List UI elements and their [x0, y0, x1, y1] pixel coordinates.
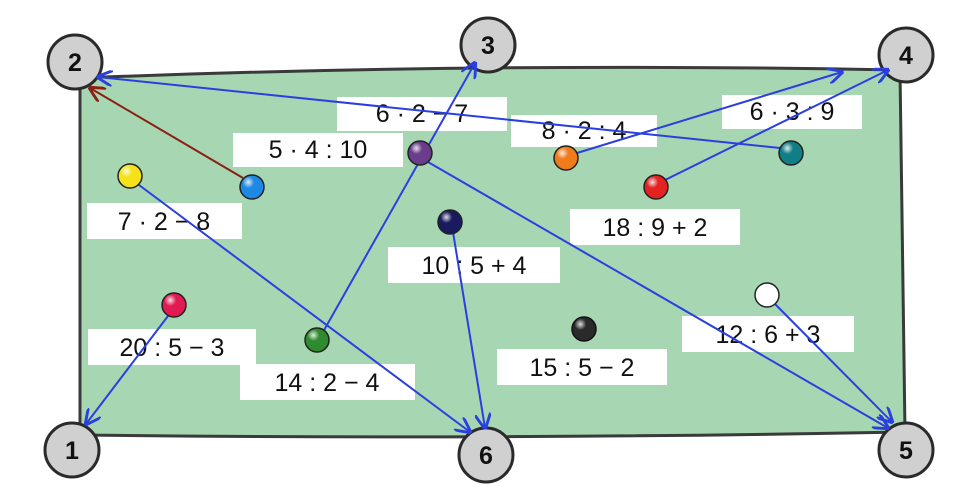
ball-white: [754, 282, 780, 308]
ball-yellow: [117, 163, 143, 189]
ball-purple: [407, 140, 433, 166]
pocket-6-label: 6: [479, 442, 493, 470]
svg-text:7 · 2 − 8: 7 · 2 − 8: [118, 208, 210, 236]
pocket-5-label: 5: [899, 437, 913, 465]
arrow-pink-ball-to-pocket-1: [86, 315, 169, 424]
label-yellow-ball: 7 · 2 − 8: [87, 203, 242, 239]
label-black-ball: 15 : 5 − 2: [497, 349, 667, 385]
pocket-3: 3: [459, 16, 517, 74]
pocket-5: 5: [877, 421, 935, 479]
pocket-4: 4: [877, 26, 935, 84]
arrow-green-ball-to-pocket-3: [322, 63, 475, 333]
label-teal-ball: 6 · 3 : 9: [722, 95, 862, 129]
pocket-3-label: 3: [481, 32, 495, 60]
svg-text:10 : 5 + 4: 10 : 5 + 4: [422, 252, 527, 280]
arrow-red-ball-to-pocket-4: [664, 70, 888, 181]
ball-green: [304, 327, 330, 353]
arrow-navy-ball-to-pocket-6: [452, 231, 485, 428]
pocket-1: 1: [43, 421, 101, 479]
label-orange-ball: 8 · 2 : 4: [511, 115, 657, 147]
svg-text:18 : 9 + 2: 18 : 9 + 2: [603, 214, 708, 242]
ball-teal: [778, 140, 804, 166]
svg-text:12 : 6 + 3: 12 : 6 + 3: [716, 321, 821, 349]
arrow-purple-ball-to-pocket-5: [427, 161, 888, 428]
pocket-4-label: 4: [899, 42, 913, 70]
arrow-blue-ball-to-pocket-2: [90, 88, 244, 179]
pocket-1-label: 1: [65, 437, 79, 465]
label-pink-ball: 20 : 5 − 3: [88, 329, 256, 365]
svg-text:14 : 2 − 4: 14 : 2 − 4: [275, 369, 380, 397]
svg-text:5 · 4 : 10: 5 · 4 : 10: [269, 136, 368, 164]
pocket-2-label: 2: [68, 49, 82, 77]
arrow-yellow-ball-to-pocket-6: [134, 181, 470, 432]
pocket-6: 6: [457, 426, 515, 484]
arrow-teal-ball-to-pocket-2: [98, 77, 781, 149]
label-white-ball: 12 : 6 + 3: [682, 316, 854, 352]
label-green-ball: 14 : 2 − 4: [240, 364, 415, 400]
ball-navy: [437, 209, 463, 235]
pocket-2: 2: [46, 33, 104, 91]
ball-pink: [161, 292, 187, 318]
ball-black: [571, 316, 597, 342]
arrow-white-ball-to-pocket-5: [774, 303, 892, 422]
ball-red: [643, 174, 669, 200]
arrow-orange-ball-to-pocket-4: [576, 72, 842, 154]
label-purple-ball: 6 · 2 − 7: [337, 97, 507, 131]
label-navy-ball: 10 : 5 + 4: [388, 247, 560, 283]
ball-blue: [239, 174, 265, 200]
label-five-four-ten: 5 · 4 : 10: [233, 133, 403, 167]
label-red-ball: 18 : 9 + 2: [570, 209, 740, 245]
ball-orange: [553, 145, 579, 171]
svg-text:15 : 5 − 2: 15 : 5 − 2: [530, 354, 635, 382]
